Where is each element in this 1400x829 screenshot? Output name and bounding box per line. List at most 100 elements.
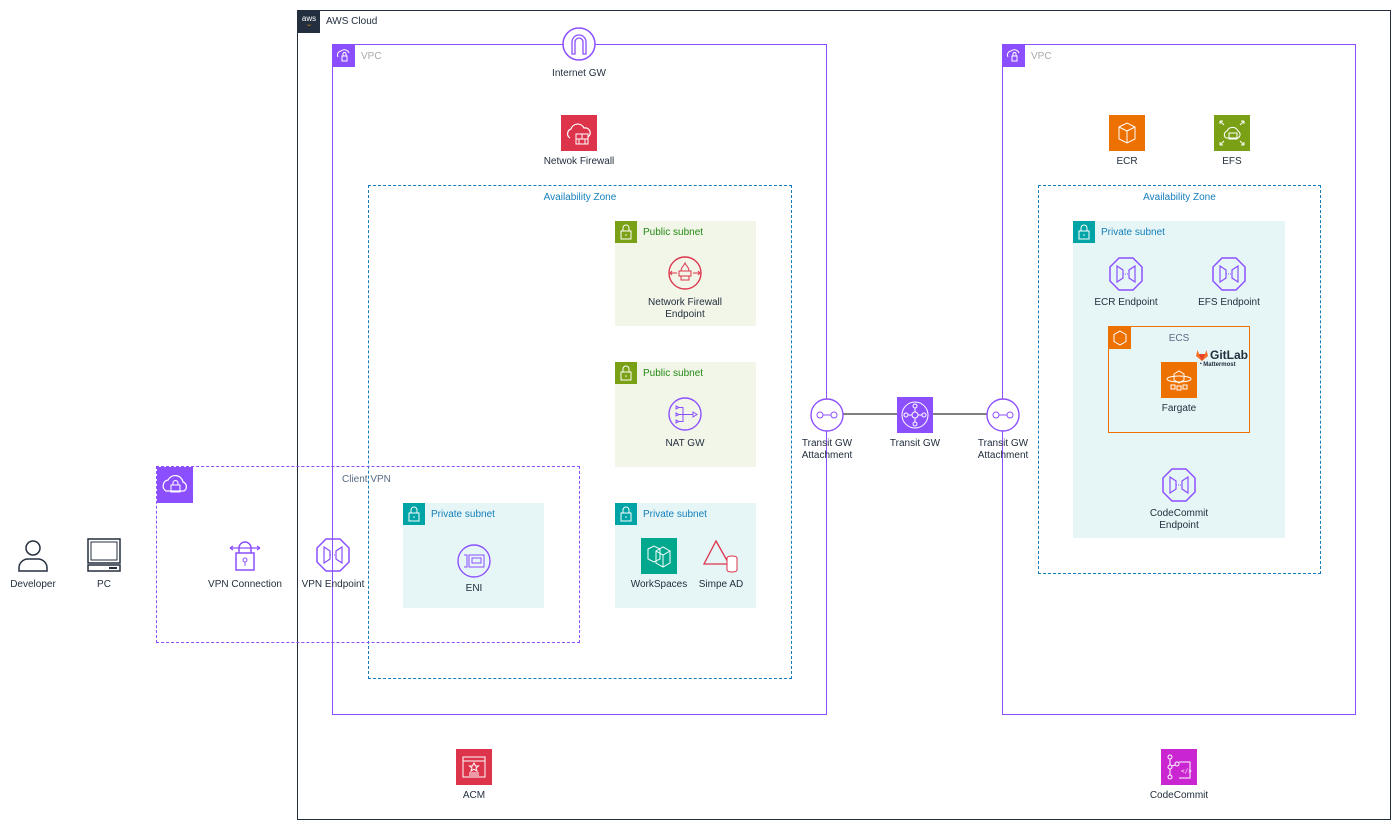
codecommit-label: CodeCommit <box>1149 790 1209 801</box>
ecs-icon <box>1109 327 1131 349</box>
firewall-icon <box>567 123 591 145</box>
efs-label: EFS <box>1222 156 1242 167</box>
transit-gw-node[interactable] <box>897 397 933 433</box>
network-firewall-node[interactable] <box>561 115 597 151</box>
ecs-group: ECS <box>1108 326 1250 433</box>
public-subnet-2-title: Public subnet <box>643 368 704 379</box>
tgw-attachment-icon <box>810 398 844 432</box>
client-vpn-title: Client VPN <box>342 474 391 485</box>
client-vpn-icon <box>157 467 193 503</box>
fargate-node[interactable] <box>1161 362 1197 398</box>
vpn-endpoint-node[interactable] <box>315 537 351 573</box>
internet-gw-label: Internet GW <box>552 68 606 79</box>
tgw-attachment-left-node[interactable] <box>809 397 845 433</box>
gitlab-label: GitLab <box>1210 348 1248 362</box>
aws-cloud-group: aws⌣ AWS Cloud <box>297 10 1391 820</box>
efs-endpoint-node[interactable] <box>1211 256 1247 292</box>
endpoint-icon <box>316 538 350 572</box>
ecr-endpoint-label: ECR Endpoint <box>1094 297 1158 308</box>
lock-icon <box>615 221 637 243</box>
tgw-attachment-right-node[interactable] <box>985 397 1021 433</box>
efs-node[interactable] <box>1214 115 1250 151</box>
user-icon <box>18 540 48 572</box>
endpoint-icon <box>1212 257 1246 291</box>
public-subnet-1-title: Public subnet <box>643 227 704 238</box>
endpoint-icon <box>1162 468 1196 502</box>
simple-ad-label: Simpe AD <box>698 579 744 590</box>
nat-gw-label: NAT GW <box>665 438 705 449</box>
codecommit-icon: </> <box>1167 754 1192 780</box>
tgw-attachment-right-label: Transit GW Attachment <box>977 438 1029 461</box>
firewall-endpoint-icon <box>668 256 702 290</box>
nfw-endpoint-label: Network Firewall Endpoint <box>648 297 722 320</box>
aws-logo-icon: aws⌣ <box>298 11 320 33</box>
endpoint-icon <box>1109 257 1143 291</box>
ecr-endpoint-node[interactable] <box>1108 256 1144 292</box>
workspaces-node[interactable] <box>641 538 677 574</box>
transit-gw-label: Transit GW <box>889 438 941 449</box>
vpn-endpoint-label: VPN Endpoint <box>301 579 365 590</box>
ecr-icon <box>1118 122 1136 144</box>
codecommit-endpoint-node[interactable] <box>1161 467 1197 503</box>
developer-label: Developer <box>10 579 56 590</box>
lock-icon <box>615 503 637 525</box>
simple-ad-node[interactable] <box>703 538 739 574</box>
az-right-group: Availability Zone <box>1038 185 1321 574</box>
internet-gateway-icon <box>562 27 596 61</box>
private-subnet-ws-title: Private subnet <box>643 509 707 520</box>
vpn-lock-icon <box>229 541 261 571</box>
public-subnet-1: Public subnet <box>615 221 756 326</box>
codecommit-node[interactable]: </> <box>1161 749 1197 785</box>
aws-cloud-title: AWS Cloud <box>326 16 378 27</box>
gitlab-fox-icon <box>1196 349 1208 361</box>
ecr-label: ECR <box>1116 156 1138 167</box>
acm-label: ACM <box>462 790 486 801</box>
private-subnet-eni-title: Private subnet <box>431 509 495 520</box>
lock-icon <box>615 362 637 384</box>
nfw-endpoint-node[interactable] <box>667 255 703 291</box>
client-vpn-group: Client VPN <box>156 466 580 643</box>
private-subnet-right-title: Private subnet <box>1101 227 1165 238</box>
az-left-title: Availability Zone <box>543 192 617 203</box>
simple-ad-icon <box>703 539 738 573</box>
vpc-left-title: VPC <box>361 51 382 62</box>
internet-gw-node[interactable] <box>561 26 597 62</box>
network-interface-icon <box>457 544 491 578</box>
nat-gateway-icon <box>668 397 702 431</box>
computer-icon <box>87 538 121 572</box>
mattermost-icon: ◔ <box>1198 361 1203 368</box>
eni-label: ENI <box>465 583 483 594</box>
developer-node[interactable] <box>15 537 51 573</box>
az-left-group: Availability Zone <box>368 185 792 679</box>
vpn-connection-node[interactable] <box>227 537 263 573</box>
lock-icon <box>1073 221 1095 243</box>
nat-gw-node[interactable] <box>667 396 703 432</box>
tgw-attachment-icon <box>986 398 1020 432</box>
efs-icon <box>1219 120 1245 146</box>
transit-gateway-icon <box>901 401 929 429</box>
vpc-right-group: VPC <box>1002 44 1356 715</box>
vpc-icon <box>333 45 355 67</box>
certificate-icon <box>462 756 486 778</box>
private-subnet-eni: Private subnet <box>403 503 544 608</box>
acm-node[interactable] <box>456 749 492 785</box>
mattermost-logo: ◔ Mattermost <box>1198 361 1236 368</box>
svg-text:</>: </> <box>1181 768 1192 775</box>
tgw-attachment-left-label: Transit GW Attachment <box>801 438 853 461</box>
pc-label: PC <box>97 579 111 590</box>
vpc-right-title: VPC <box>1031 51 1052 62</box>
vpc-icon <box>1003 45 1025 67</box>
az-right-title: Availability Zone <box>1143 192 1216 203</box>
network-firewall-label: Netwok Firewall <box>543 156 615 167</box>
pc-node[interactable] <box>86 537 122 573</box>
vpn-connection-label: VPN Connection <box>208 579 282 590</box>
mattermost-label: Mattermost <box>1203 361 1236 368</box>
fargate-label: Fargate <box>1161 403 1197 414</box>
codecommit-endpoint-label: CodeCommit Endpoint <box>1149 508 1209 531</box>
ecr-node[interactable] <box>1109 115 1145 151</box>
efs-endpoint-label: EFS Endpoint <box>1198 297 1260 308</box>
ecs-title: ECS <box>1168 333 1190 344</box>
private-subnet-workspaces: Private subnet <box>615 503 756 608</box>
eni-node[interactable] <box>456 543 492 579</box>
